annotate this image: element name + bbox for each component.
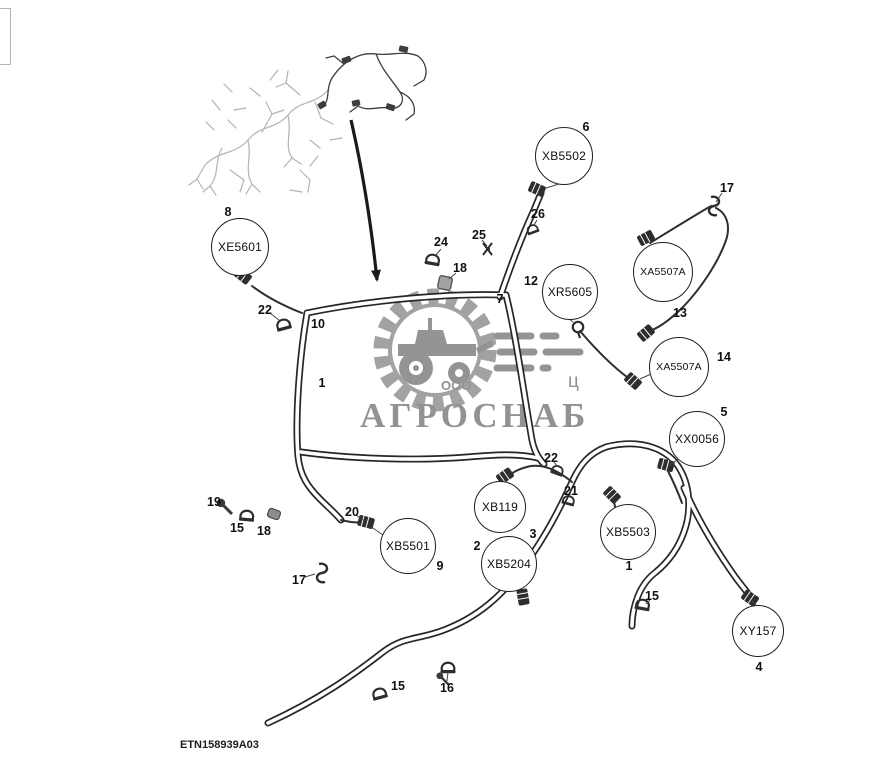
callout-xa5507a: XA5507A	[633, 242, 693, 302]
item-number-15: 15	[230, 521, 244, 535]
watermark-title: АГРОСНАБ	[360, 396, 590, 435]
item-number-22: 22	[258, 303, 272, 317]
watermark-letter: ц	[568, 371, 579, 392]
callout-xa5507a: XA5507A	[649, 337, 709, 397]
faint-harness-sketch	[188, 69, 343, 196]
connector-icon	[635, 323, 657, 343]
clip-icon	[423, 252, 443, 268]
item-number-1: 1	[318, 376, 326, 390]
clip-icon	[369, 685, 390, 702]
s-clip-icon	[315, 562, 329, 584]
item-number-17: 17	[292, 573, 306, 587]
item-number-7: 7	[496, 292, 504, 306]
callout-xe5601: XE5601	[211, 218, 269, 276]
callout-xb5501: XB5501	[380, 518, 436, 574]
item-number-10: 10	[311, 317, 325, 331]
item-number-3: 3	[529, 527, 537, 541]
item-number-6: 6	[582, 120, 590, 134]
item-number-18: 18	[257, 524, 271, 538]
item-number-1: 1	[625, 559, 633, 573]
watermark-ooo: ООО	[441, 378, 472, 393]
callout-xb119: XB119	[474, 481, 526, 533]
item-number-4: 4	[755, 660, 763, 674]
item-number-5: 5	[720, 405, 728, 419]
item-number-13: 13	[673, 306, 687, 320]
item-number-21: 21	[564, 484, 578, 498]
drawing-number: ETN158939A03	[180, 739, 259, 751]
callout-xb5503: XB5503	[600, 504, 656, 560]
clip-icon	[482, 242, 493, 256]
callout-xb5204: XB5204	[481, 536, 537, 592]
item-number-2: 2	[473, 539, 481, 553]
clip-icon	[273, 316, 294, 333]
item-number-26: 26	[531, 207, 545, 221]
item-number-15: 15	[645, 589, 659, 603]
wire-branches	[251, 205, 729, 595]
left-corner-box	[0, 8, 11, 65]
clip-icon	[439, 661, 457, 675]
item-number-20: 20	[345, 505, 359, 519]
callout-xy157: XY157	[732, 605, 784, 657]
item-number-8: 8	[224, 205, 232, 219]
bushing-icon	[266, 507, 282, 521]
connector-icon	[622, 371, 644, 391]
tractor-icon	[398, 318, 494, 385]
item-number-16: 16	[440, 681, 454, 695]
connector-icon	[515, 587, 531, 607]
connector-icon	[601, 484, 623, 506]
item-number-17: 17	[720, 181, 734, 195]
item-number-25: 25	[472, 228, 486, 242]
ring-terminal-icon	[571, 320, 585, 340]
callout-xr5605: XR5605	[542, 264, 598, 320]
item-number-12: 12	[524, 274, 538, 288]
item-number-15: 15	[391, 679, 405, 693]
engine-harness-detail	[317, 45, 427, 121]
locator-arrow	[349, 119, 381, 282]
callout-xb5502: XB5502	[535, 127, 593, 185]
item-number-9: 9	[436, 559, 444, 573]
item-number-24: 24	[434, 235, 448, 249]
item-number-22: 22	[544, 451, 558, 465]
item-number-18: 18	[453, 261, 467, 275]
callout-xx0056: XX0056	[669, 411, 725, 467]
item-number-14: 14	[717, 350, 731, 364]
item-number-19: 19	[207, 495, 221, 509]
